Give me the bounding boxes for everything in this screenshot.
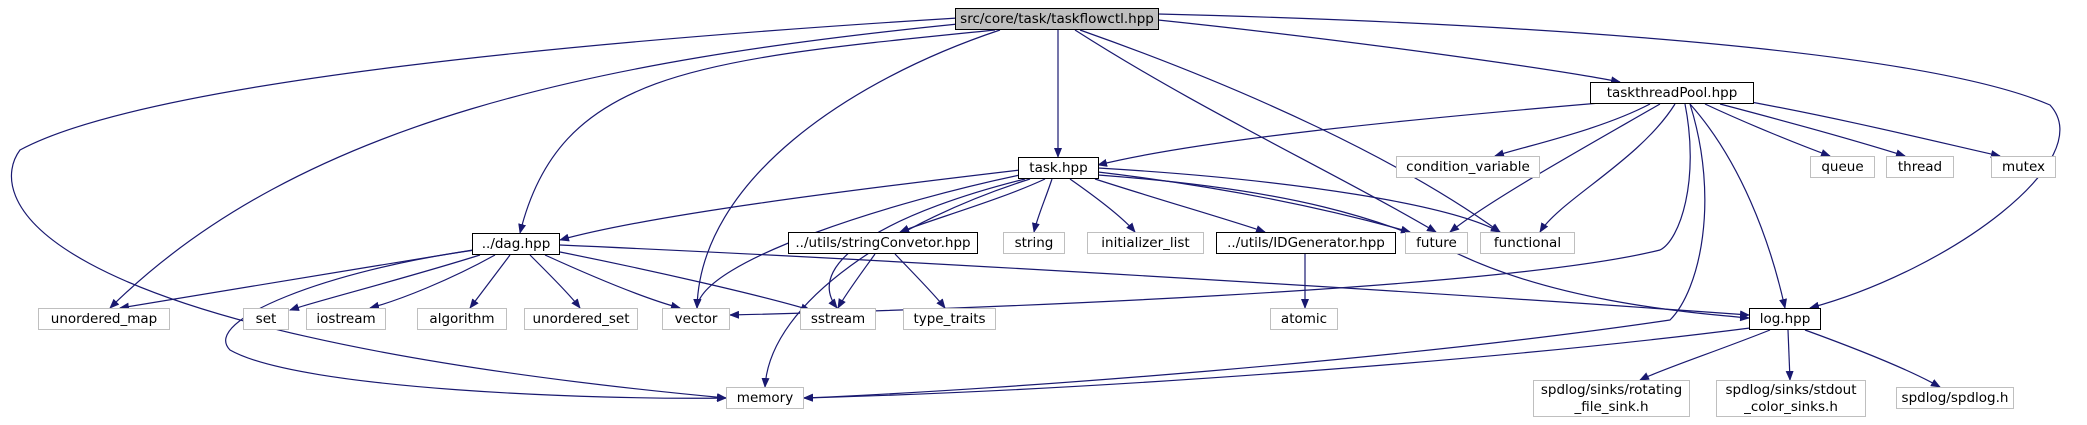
edge-dag-to-uset xyxy=(529,254,581,309)
node-sstream: sstream xyxy=(800,308,876,330)
edge-threadpool-to-memory xyxy=(803,103,1706,402)
node-memory: memory xyxy=(726,387,804,409)
edge-threadpool-to-queue xyxy=(1704,103,1831,157)
edge-dag-to-vector xyxy=(544,254,681,310)
edge-task-to-strconv xyxy=(899,178,1046,233)
edge-root-to-log xyxy=(1157,13,2061,310)
edge-root-to-dag xyxy=(518,29,996,234)
node-functional: functional xyxy=(1480,232,1575,254)
edge-strconv-to-sstream xyxy=(837,253,876,309)
node-future: future xyxy=(1405,232,1468,254)
node-vector: vector xyxy=(662,308,730,330)
edge-dag-to-log xyxy=(559,244,1750,319)
edge-threadpool-to-functional xyxy=(1539,103,1676,233)
node-unordered-set: unordered_set xyxy=(524,308,638,330)
node-spdlog-stdout-color-sinks: spdlog/sinks/stdout _color_sinks.h xyxy=(1716,380,1866,417)
node-string: string xyxy=(1003,232,1065,254)
node-log-hpp[interactable]: log.hpp xyxy=(1749,308,1821,330)
edge-task-to-functional xyxy=(1097,167,1501,233)
edge-root-to-vector xyxy=(693,29,1001,309)
node-task-hpp[interactable]: task.hpp xyxy=(1018,157,1099,179)
edge-threadpool-to-vector xyxy=(729,103,1691,319)
edge-dag-to-iostream xyxy=(369,254,496,310)
node-thread: thread xyxy=(1886,156,1954,178)
node-taskthreadpool-hpp[interactable]: taskthreadPool.hpp xyxy=(1590,82,1754,104)
edge-dag-to-memory xyxy=(225,249,727,403)
edge-root-to-memory xyxy=(10,17,959,402)
edge-task-to-idgen xyxy=(1094,178,1266,233)
edge-root-to-threadpool xyxy=(1157,19,1621,85)
node-atomic: atomic xyxy=(1270,308,1338,330)
edge-log-to-memory xyxy=(803,327,1751,402)
node-spdlog-spdlog-h: spdlog/spdlog.h xyxy=(1896,387,2014,409)
edge-root-to-umap xyxy=(109,23,959,309)
edge-root-to-functional xyxy=(1079,29,1501,233)
edge-task-to-string xyxy=(1031,178,1053,233)
node-root: src/core/task/taskflowctl.hpp xyxy=(955,8,1159,30)
edge-dag-to-sstream xyxy=(559,251,811,312)
edge-root-to-future xyxy=(1074,29,1437,233)
node-iostream: iostream xyxy=(306,308,386,330)
edge-log-to-rotating xyxy=(1639,329,1771,381)
node-stringconvetor-hpp[interactable]: ../utils/stringConvetor.hpp xyxy=(788,232,978,254)
edge-dag-to-algorithm xyxy=(469,254,511,309)
node-condition-variable: condition_variable xyxy=(1396,156,1540,178)
node-set: set xyxy=(243,308,289,330)
node-spdlog-rotating-file-sink: spdlog/sinks/rotating _file_sink.h xyxy=(1533,380,1690,417)
edge-strconv-to-typetraits xyxy=(894,253,946,309)
edge-threadpool-to-task xyxy=(1097,102,1601,167)
edge-threadpool-to-mutex xyxy=(1739,99,2001,158)
node-dag-hpp[interactable]: ../dag.hpp xyxy=(472,233,560,255)
edge-task-to-future xyxy=(1097,171,1411,234)
edge-log-to-stdoutsinks xyxy=(1785,329,1794,381)
edge-dag-to-set xyxy=(289,254,481,311)
node-queue: queue xyxy=(1810,156,1875,178)
node-initializer-list: initializer_list xyxy=(1087,232,1204,254)
edge-task-to-memory xyxy=(761,178,1031,388)
edge-threadpool-to-log xyxy=(1689,103,1787,309)
node-idgenerator-hpp[interactable]: ../utils/IDGenerator.hpp xyxy=(1216,232,1396,254)
edge-threadpool-to-thread xyxy=(1719,103,1906,158)
edges-layer xyxy=(10,13,2061,403)
edge-threadpool-to-cond xyxy=(1494,103,1651,158)
node-mutex: mutex xyxy=(1991,156,2056,178)
node-unordered-map: unordered_map xyxy=(38,308,170,330)
edge-task-to-dag xyxy=(559,169,1021,242)
edge-task-to-initlist xyxy=(1069,178,1136,233)
node-algorithm: algorithm xyxy=(417,308,507,330)
node-type-traits: type_traits xyxy=(903,308,996,330)
edge-log-to-spdlog xyxy=(1804,329,1941,388)
